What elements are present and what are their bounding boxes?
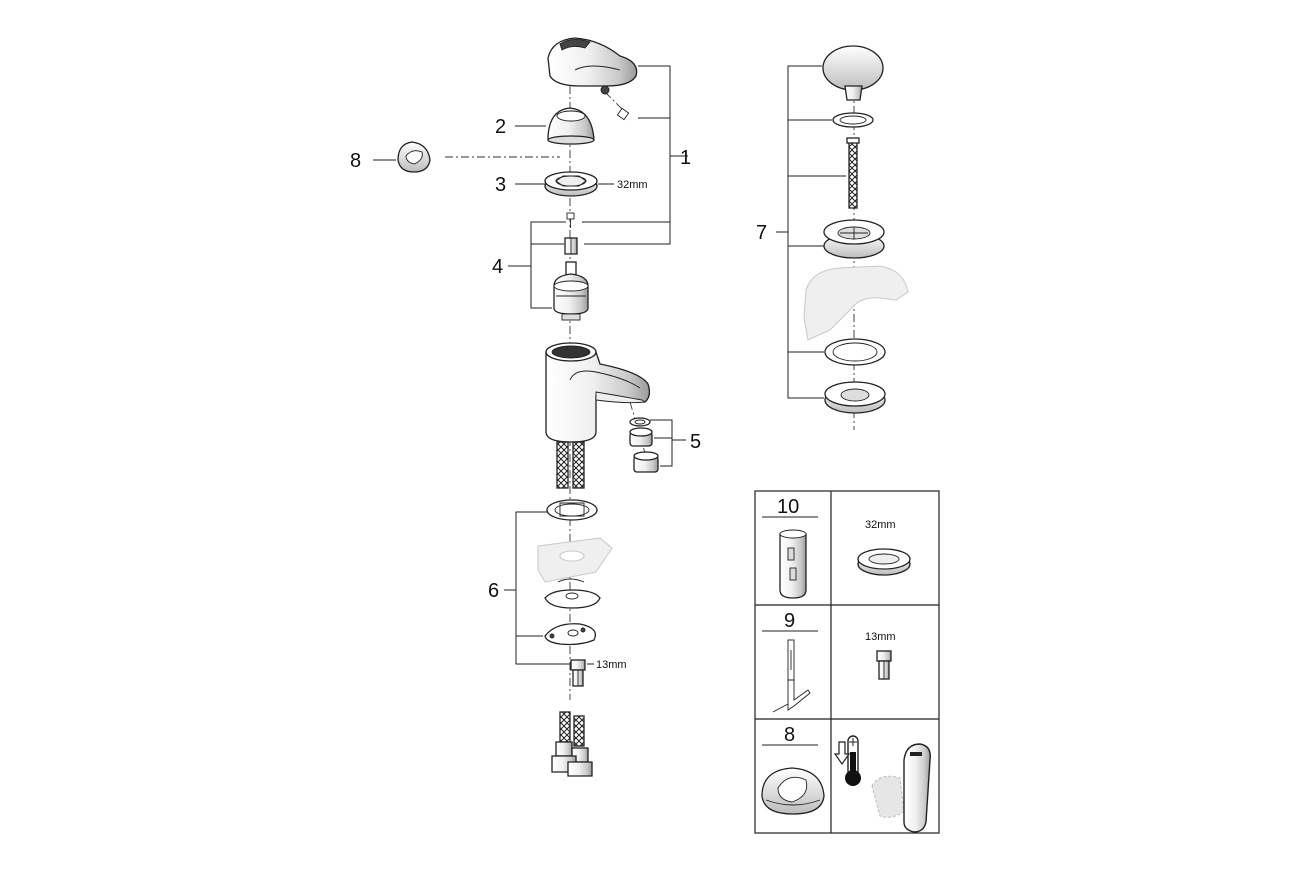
basin-section: [803, 265, 909, 341]
grub-screw: [600, 85, 630, 121]
popup-waste-assembly: [776, 45, 909, 430]
threaded-rod: [846, 137, 860, 209]
aerator-set: [629, 401, 659, 473]
tool-number-10: 10: [777, 496, 799, 518]
callout-5: 5: [690, 431, 701, 453]
cartridge-key-tool: [779, 529, 807, 599]
callout-8-left: 8: [350, 150, 361, 172]
fixing-washer: [544, 623, 597, 646]
table-row-8: 8: [761, 724, 931, 833]
tool-number-9: 9: [784, 610, 795, 632]
thermometer-icon: [845, 735, 861, 786]
nut-13mm-icon: [876, 650, 892, 680]
faucet-body: [545, 342, 651, 443]
faucet-assembly: [537, 37, 659, 777]
callout-2: 2: [495, 116, 506, 138]
nut-32mm-icon: [857, 548, 911, 576]
hose-connectors: [551, 711, 593, 777]
fixing-bracket: [544, 578, 601, 609]
waste-plug: [822, 45, 884, 101]
cartridge: [553, 261, 589, 321]
accessory-table: 10 32mm 9 1: [754, 490, 940, 834]
callout-6: 6: [488, 580, 499, 602]
basin-gasket: [824, 338, 886, 366]
upper-flange: [823, 219, 885, 259]
lever-rotation-icon: [871, 743, 931, 833]
callout-3: 3: [495, 174, 506, 196]
fixing-ring: [546, 499, 598, 521]
arrow-down-icon: [833, 741, 851, 766]
callout-leaders-left: [373, 65, 688, 665]
tool-size-32mm: 32mm: [865, 519, 896, 531]
hex-key-tool: [772, 639, 811, 713]
callout-1: 1: [680, 147, 691, 169]
fixing-nut-13mm: [570, 659, 586, 687]
plug-seal: [832, 112, 874, 128]
countertop-section: [537, 537, 613, 583]
table-row-10: 10 32mm: [762, 496, 911, 599]
temperature-limiter-icon: [761, 767, 825, 815]
supply-hoses: [556, 441, 585, 489]
lever-handle: [547, 37, 638, 87]
callout-4: 4: [492, 256, 503, 278]
small-nut-size-label: 13mm: [596, 659, 627, 671]
cartridge-nut: [544, 171, 598, 197]
tool-size-13mm: 13mm: [865, 631, 896, 643]
cover-cap: [547, 107, 595, 145]
adapter-sleeve: [564, 237, 578, 255]
tool-number-8: 8: [784, 724, 795, 746]
table-row-9: 9 13mm: [762, 610, 896, 713]
callout-7: 7: [756, 222, 767, 244]
nut-size-label: 32mm: [617, 179, 648, 191]
temperature-limiter-left: [397, 141, 560, 173]
small-screw: [566, 212, 575, 228]
waste-body: [824, 381, 886, 414]
